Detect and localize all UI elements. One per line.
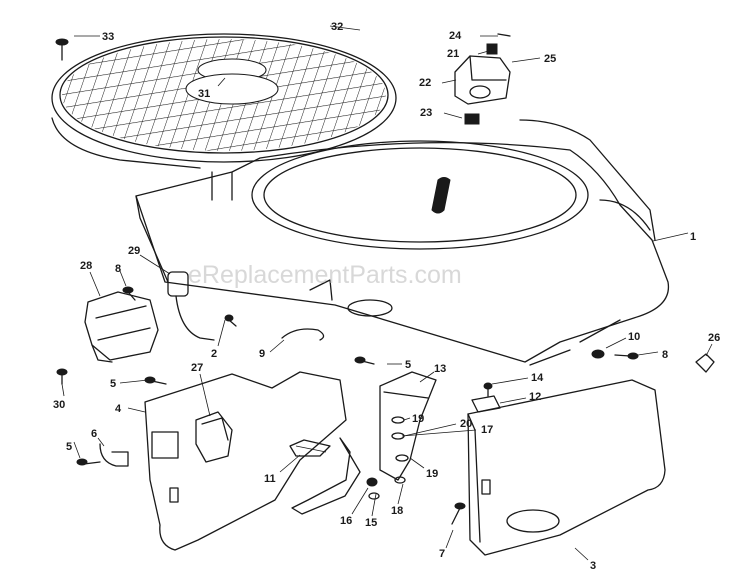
watermark-text: eReplacementParts.com xyxy=(188,261,462,289)
callout-26: 26 xyxy=(708,332,720,344)
callout-11: 11 xyxy=(264,473,276,485)
callout-10: 10 xyxy=(628,331,640,343)
screw-14 xyxy=(483,382,493,397)
callout-20: 20 xyxy=(460,418,472,430)
callout-3: 3 xyxy=(590,560,596,572)
callout-32: 32 xyxy=(331,21,343,33)
blower-housing xyxy=(135,119,670,366)
callout-25: 25 xyxy=(544,53,556,65)
callout-8-a: 8 xyxy=(115,263,121,275)
thermostat-assembly xyxy=(454,33,511,125)
callout-labels: 1 2 3 4 5 5 5 6 7 8 8 9 10 11 12 13 14 1… xyxy=(53,21,720,572)
ignition-coil xyxy=(84,291,159,363)
screw-8-right xyxy=(614,352,639,360)
bracket-13 xyxy=(379,371,437,481)
callout-5-b: 5 xyxy=(405,359,411,371)
screw-7 xyxy=(451,502,466,525)
spark-plug-wire xyxy=(167,271,215,341)
screw-2 xyxy=(224,314,237,327)
right-shroud xyxy=(467,379,666,556)
callout-24: 24 xyxy=(449,30,462,42)
callout-27: 27 xyxy=(191,362,203,374)
callout-7: 7 xyxy=(439,548,445,560)
callout-13: 13 xyxy=(434,363,446,375)
nut-10 xyxy=(591,349,605,359)
screw-33 xyxy=(55,38,69,61)
washers xyxy=(366,416,409,500)
callout-16: 16 xyxy=(340,515,352,527)
callout-29: 29 xyxy=(128,245,140,257)
screw-5-center xyxy=(354,356,375,365)
callout-12: 12 xyxy=(529,391,541,403)
callout-23: 23 xyxy=(420,107,432,119)
callout-9: 9 xyxy=(259,348,265,360)
screw-5-bottom xyxy=(76,458,101,466)
callout-30: 30 xyxy=(53,399,65,411)
callout-19-a: 19 xyxy=(412,413,424,425)
callout-18: 18 xyxy=(391,505,403,517)
callout-17: 17 xyxy=(481,424,493,436)
clamp-6 xyxy=(99,443,129,467)
callout-1: 1 xyxy=(690,231,696,243)
callout-22: 22 xyxy=(419,77,431,89)
callout-21: 21 xyxy=(447,48,459,60)
clip-26 xyxy=(695,353,715,373)
grill-screen xyxy=(51,33,397,169)
callout-4: 4 xyxy=(115,403,122,415)
callout-2: 2 xyxy=(211,348,217,360)
screw-5-left xyxy=(144,376,167,385)
air-vane xyxy=(289,439,331,457)
callout-6: 6 xyxy=(91,428,97,440)
screw-8-left xyxy=(122,286,136,301)
callout-14: 14 xyxy=(531,372,544,384)
left-shroud xyxy=(144,371,347,551)
plate-12 xyxy=(471,395,501,413)
bracket-17 xyxy=(291,437,361,515)
wire-clip xyxy=(281,328,325,341)
callout-15: 15 xyxy=(365,517,377,529)
module-27 xyxy=(195,411,233,463)
callout-19-b: 19 xyxy=(426,468,438,480)
leader-lines xyxy=(61,25,713,561)
screw-30 xyxy=(56,368,68,385)
callout-33: 33 xyxy=(102,31,114,43)
callout-8-b: 8 xyxy=(662,349,668,361)
callout-5-c: 5 xyxy=(66,441,72,453)
callout-31: 31 xyxy=(198,88,210,100)
callout-28: 28 xyxy=(80,260,92,272)
callout-5-a: 5 xyxy=(110,378,116,390)
